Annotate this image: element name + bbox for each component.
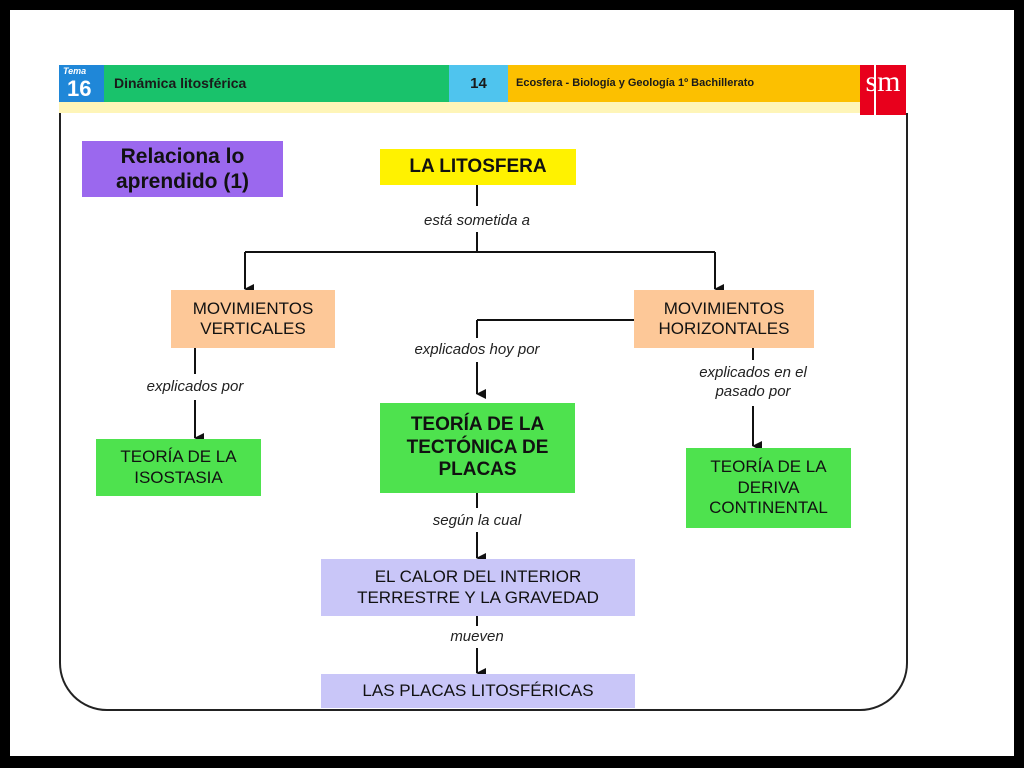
node-teoria-deriva: TEORÍA DE LA DERIVA CONTINENTAL — [686, 448, 851, 528]
tema-badge: Tema 16 — [59, 65, 104, 102]
tema-number: 16 — [67, 76, 92, 101]
node-movimientos-horizontales: MOVIMIENTOS HORIZONTALES — [634, 290, 814, 348]
link-sometida: está sometida a — [424, 212, 530, 229]
tema-label: Tema — [63, 66, 87, 76]
header-underline — [59, 102, 860, 113]
relaciona-title: Relaciona lo aprendido (1) — [82, 141, 283, 197]
link-mueven: mueven — [450, 628, 504, 645]
unit-title: Dinámica litosférica — [114, 75, 247, 91]
content-frame — [59, 113, 908, 711]
node-placas-litosfericas: LAS PLACAS LITOSFÉRICAS — [321, 674, 635, 708]
node-la-litosfera: LA LITOSFERA — [380, 149, 576, 185]
header-title-bar: Dinámica litosférica — [104, 65, 449, 102]
book-title: Ecosfera - Biología y Geología 1º Bachil… — [516, 77, 755, 89]
node-movimientos-verticales: MOVIMIENTOS VERTICALES — [171, 290, 335, 348]
link-explicados-por: explicados por — [146, 378, 244, 395]
node-teoria-tectonica: TEORÍA DE LA TECTÓNICA DE PLACAS — [380, 403, 575, 493]
header-book-bar: Ecosfera - Biología y Geología 1º Bachil… — [508, 65, 860, 102]
page-number: 14 — [449, 65, 508, 102]
logo-divider — [874, 65, 876, 115]
link-segun-la-cual: según la cual — [432, 512, 522, 529]
link-explicados-pasado: explicados en el pasado por — [699, 364, 807, 400]
slide-background — [10, 10, 1014, 756]
node-calor-gravedad: EL CALOR DEL INTERIOR TERRESTRE Y LA GRA… — [321, 559, 635, 616]
sm-logo: sm — [860, 65, 906, 115]
link-explicados-hoy: explicados hoy por — [414, 341, 540, 358]
node-teoria-isostasia: TEORÍA DE LA ISOSTASIA — [96, 439, 261, 496]
